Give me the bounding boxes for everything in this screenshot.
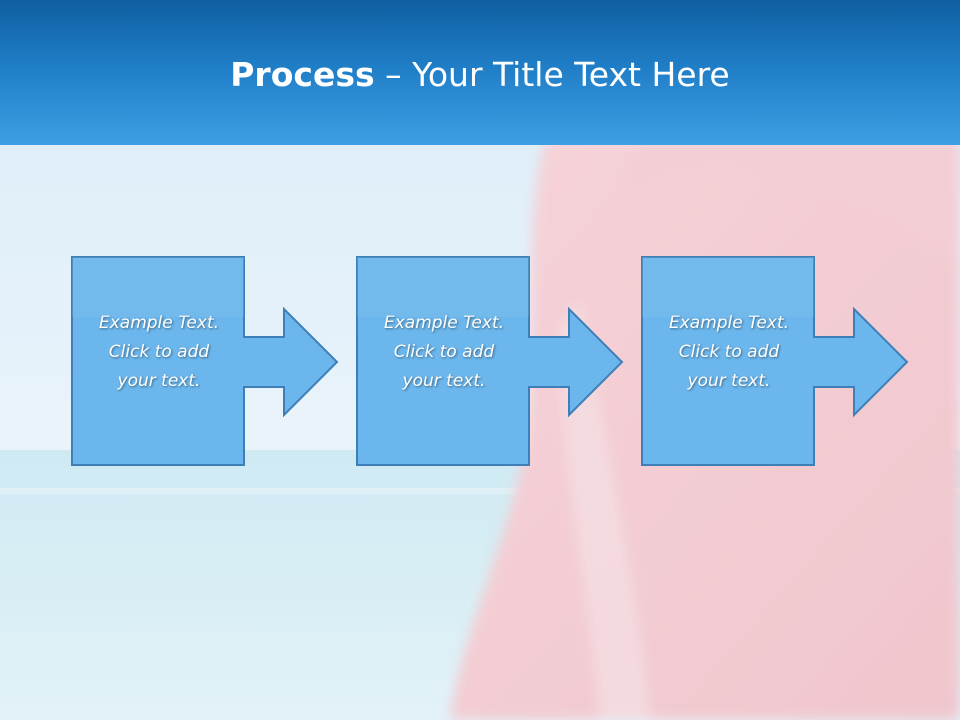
step-text-line: Example Text. [383, 313, 505, 333]
step-text-line: Click to add [108, 342, 210, 362]
step-text[interactable]: Example Text. Click to add your text. [644, 309, 814, 396]
arrow-shape [641, 256, 909, 466]
process-step-2[interactable]: Example Text. Click to add your text. [356, 256, 627, 467]
title-rest-text: Your Title Text Here [412, 55, 730, 94]
step-text-line: Example Text. [98, 313, 220, 333]
step-text-line: Click to add [678, 342, 780, 362]
step-text-line: Click to add [393, 342, 495, 362]
step-text[interactable]: Example Text. Click to add your text. [359, 309, 529, 396]
arrow-shape [356, 256, 624, 466]
step-text-line: your text. [402, 371, 486, 391]
step-text[interactable]: Example Text. Click to add your text. [74, 309, 244, 396]
title-bold-text: Process [230, 55, 375, 94]
shape-reflection [642, 257, 814, 317]
title-bar [0, 0, 960, 145]
shape-reflection [357, 257, 529, 317]
process-step-1[interactable]: Example Text. Click to add your text. [71, 256, 342, 467]
step-text-line: Example Text. [668, 313, 790, 333]
slide-title[interactable]: Process – Your Title Text Here [0, 52, 960, 98]
step-text-line: your text. [117, 371, 201, 391]
title-dash: – [374, 55, 413, 94]
arrow-shape [71, 256, 339, 466]
process-step-3[interactable]: Example Text. Click to add your text. [641, 256, 912, 467]
step-text-line: your text. [687, 371, 771, 391]
shape-reflection [72, 257, 244, 317]
